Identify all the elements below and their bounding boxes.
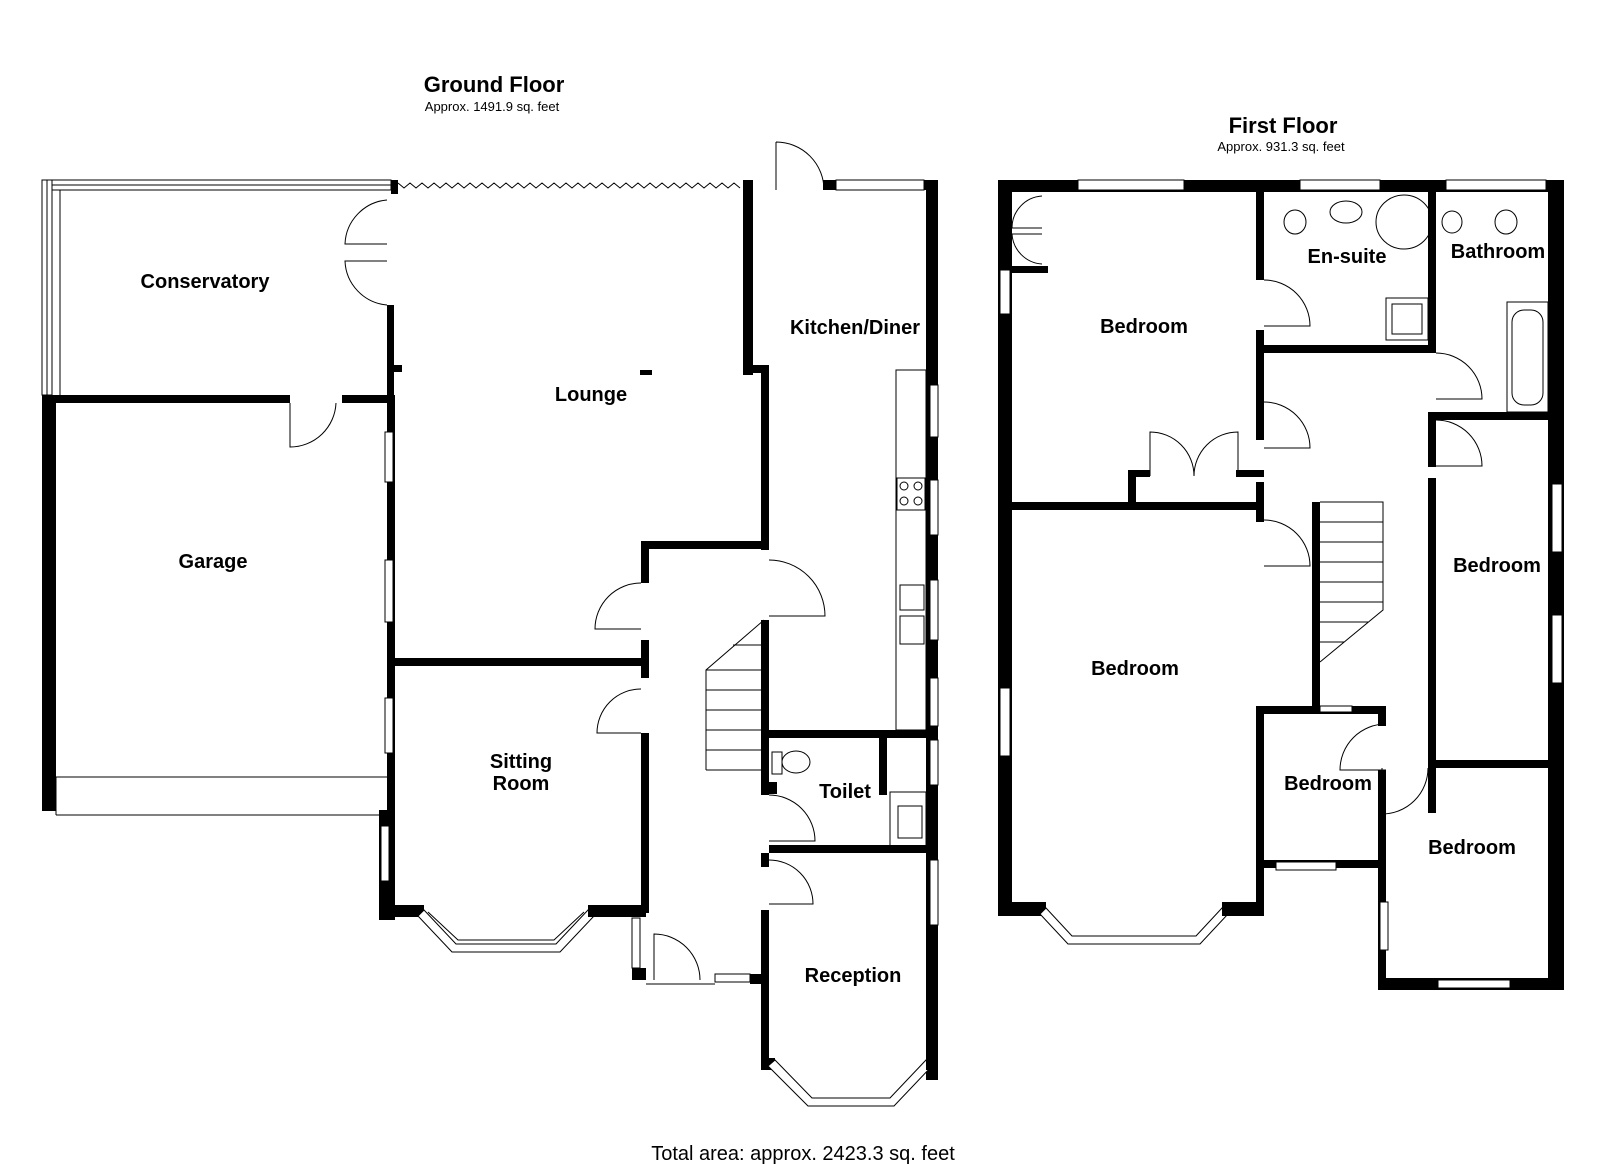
room-label-bedroom-large: Bedroom	[1091, 658, 1179, 680]
toilet-icon	[781, 750, 811, 774]
room-label-toilet: Toilet	[819, 781, 871, 803]
room-label-garage: Garage	[179, 551, 248, 573]
fireplace	[640, 370, 652, 375]
room-label-reception: Reception	[805, 965, 902, 987]
kitchen-sink	[899, 584, 925, 611]
room-label-ensuite: En-suite	[1308, 246, 1387, 268]
total-area: Total area: approx. 2423.3 sq. feet	[651, 1143, 955, 1164]
hob	[896, 477, 926, 511]
ground-floor-title: Ground Floor	[424, 72, 565, 97]
room-label-sitting-1: Sitting	[490, 751, 552, 773]
ground-stairs	[705, 619, 769, 771]
room-label-kitchen: Kitchen/Diner	[790, 317, 920, 339]
room-label-lounge: Lounge	[555, 384, 627, 406]
room-label-bathroom: Bathroom	[1451, 241, 1545, 263]
ground-floor-area: Approx. 1491.9 sq. feet	[425, 99, 560, 114]
first-floor-plan	[998, 179, 1564, 990]
room-label-bedroom-small: Bedroom	[1284, 773, 1372, 795]
ground-floor-plan	[41, 141, 939, 1107]
first-floor-area: Approx. 931.3 sq. feet	[1217, 139, 1345, 154]
room-label-sitting-2: Room	[493, 773, 550, 795]
first-stairs	[1312, 501, 1384, 707]
kitchen-worktop	[895, 369, 927, 731]
room-label-bedroom-right: Bedroom	[1453, 555, 1541, 577]
room-label-bedroom-master: Bedroom	[1100, 316, 1188, 338]
room-label-bedroom-corner: Bedroom	[1428, 837, 1516, 859]
first-floor-title: First Floor	[1229, 113, 1338, 138]
room-label-conservatory: Conservatory	[141, 271, 271, 293]
